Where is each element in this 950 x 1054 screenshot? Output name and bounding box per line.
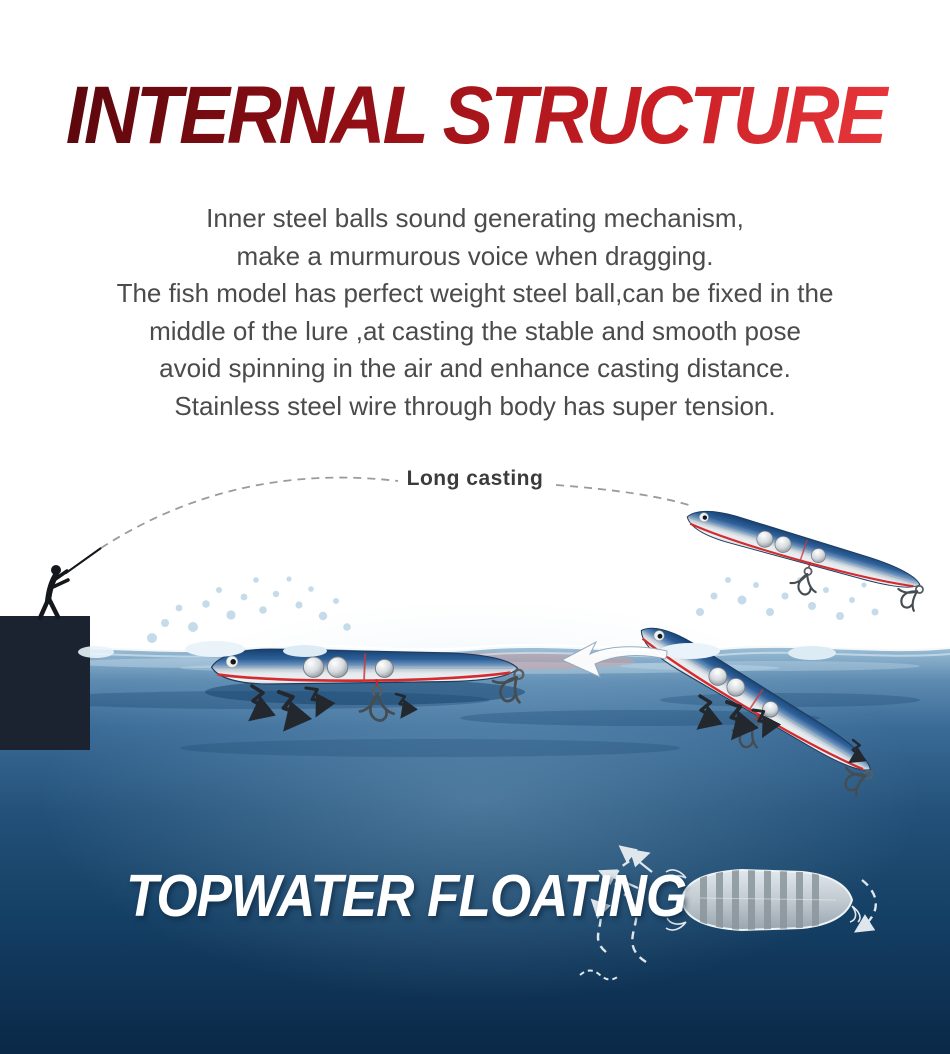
water-splash-right: [660, 577, 879, 660]
retrieve-direction-arrow-icon: [560, 640, 668, 678]
wobble-dashed-arrow-icons: [590, 849, 878, 964]
pier-foam: [78, 646, 114, 658]
water-splash-left: [147, 576, 351, 657]
casting-line: [100, 476, 693, 549]
ripple-squiggle: [579, 969, 621, 981]
fisherman-casting-silhouette: [37, 547, 102, 621]
floating-lure-shadow: [205, 679, 525, 705]
pier: [0, 616, 90, 750]
lure-airborne: [676, 503, 938, 628]
motion-arrow-icons: [597, 845, 653, 890]
topview-action-diagram: [579, 845, 878, 981]
